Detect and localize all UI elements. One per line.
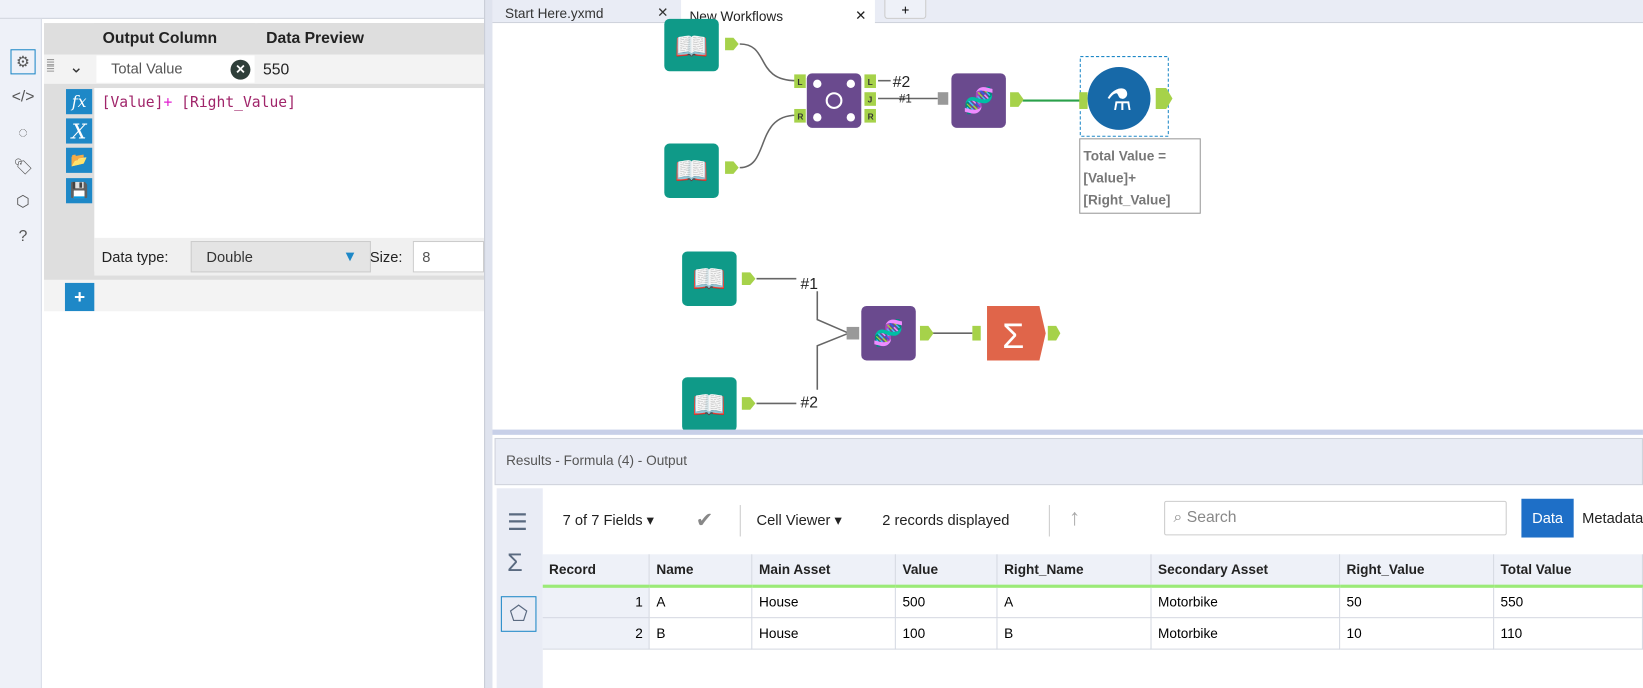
arrow-up-icon[interactable]: ↑ xyxy=(1068,503,1081,531)
svg-text:R: R xyxy=(797,111,803,121)
svg-text:L: L xyxy=(797,77,802,87)
col-total-value[interactable]: Total Value xyxy=(1493,554,1643,588)
svg-text:J: J xyxy=(868,95,873,105)
output-anchor-icon[interactable]: ⬠ xyxy=(500,596,537,632)
search-icon: ⌕ xyxy=(1173,508,1183,526)
output-column-header: Output Column xyxy=(94,23,255,53)
table-header-row: Record Name Main Asset Value Right_Name … xyxy=(542,554,1643,588)
code-icon[interactable]: </> xyxy=(11,87,35,106)
cell-viewer-dropdown[interactable]: Cell Viewer ▾ xyxy=(756,511,842,529)
col-secondary-asset[interactable]: Secondary Asset xyxy=(1151,554,1341,588)
data-tab[interactable]: Data xyxy=(1521,498,1574,538)
save-icon[interactable]: 💾 xyxy=(66,178,93,204)
connection-label: #2 xyxy=(893,74,910,91)
gear-icon[interactable]: ⚙ xyxy=(10,49,36,75)
search-input[interactable]: ⌕ Search xyxy=(1164,500,1507,536)
input-tool-1[interactable]: 📖 xyxy=(664,18,739,72)
expr-field: [Value] xyxy=(101,94,164,112)
connection-label: #1 xyxy=(899,94,912,106)
formula-annotation: Total Value =[Value]+[Right_Value] xyxy=(1079,138,1201,214)
help-icon[interactable]: ? xyxy=(18,226,28,245)
col-right-name[interactable]: Right_Name xyxy=(997,554,1152,588)
svg-text:L: L xyxy=(868,77,873,87)
svg-text:📖: 📖 xyxy=(692,263,726,294)
apply-check-icon[interactable]: ✔ xyxy=(695,509,714,533)
col-record[interactable]: Record xyxy=(542,554,651,588)
chevron-down-icon[interactable]: ⌄ xyxy=(69,58,84,77)
size-input[interactable]: 8 xyxy=(412,240,485,273)
svg-text:📖: 📖 xyxy=(692,389,726,420)
svg-text:⚗: ⚗ xyxy=(1106,84,1132,117)
data-type-label: Data type: xyxy=(101,248,169,266)
connection-label: #2 xyxy=(801,395,818,412)
svg-text:Σ: Σ xyxy=(1002,316,1024,356)
records-count: 2 records displayed xyxy=(882,511,1010,529)
results-sidebar: ☰ Σ ⬠ xyxy=(496,488,543,688)
config-title-bar xyxy=(0,0,488,19)
fields-dropdown[interactable]: 7 of 7 Fields ▾ xyxy=(562,511,655,529)
col-value[interactable]: Value xyxy=(895,554,998,588)
expr-field: [Right_Value] xyxy=(181,94,296,112)
data-type-select[interactable]: Double ▼ xyxy=(190,240,371,273)
union-tool-1[interactable]: 🧬 xyxy=(937,73,1024,128)
new-tab-button[interactable]: + xyxy=(884,0,927,19)
variable-icon[interactable]: X xyxy=(66,118,93,144)
data-type-value: Double xyxy=(206,248,253,266)
svg-text:🧬: 🧬 xyxy=(873,318,904,349)
sum-icon[interactable]: Σ xyxy=(507,549,523,578)
clear-icon[interactable]: ✕ xyxy=(230,59,251,80)
list-view-icon[interactable]: ☰ xyxy=(507,509,528,536)
col-name[interactable]: Name xyxy=(649,554,753,588)
connection-icon[interactable]: ◌ xyxy=(18,123,28,141)
dropdown-arrow-icon: ▼ xyxy=(342,247,358,265)
union-tool-2[interactable]: 🧬 xyxy=(846,305,934,361)
col-right-value[interactable]: Right_Value xyxy=(1339,554,1495,588)
svg-text:🧬: 🧬 xyxy=(963,85,994,116)
drag-handle[interactable]: ≡≡ xyxy=(46,53,55,77)
open-folder-icon[interactable]: 📂 xyxy=(66,147,93,173)
tab-start-here[interactable]: Start Here.yxmd✕ xyxy=(496,0,677,21)
svg-text:📖: 📖 xyxy=(675,31,709,62)
expr-operator: + xyxy=(163,94,173,112)
input-tool-3[interactable]: 📖 xyxy=(682,251,756,306)
svg-text:R: R xyxy=(868,111,874,121)
metadata-tab[interactable]: Metadata xyxy=(1573,498,1643,538)
config-sidebar: ⚙ </> ◌ 🏷 ⬡ ? xyxy=(0,18,42,688)
formula-grid: Output Column Data Preview ≡≡ ⌄ Total Va… xyxy=(44,23,485,312)
size-label: Size: xyxy=(369,248,403,266)
tag-icon[interactable]: 🏷 xyxy=(13,158,34,177)
input-tool-4[interactable]: 📖 xyxy=(682,377,756,432)
results-table: Record Name Main Asset Value Right_Name … xyxy=(542,554,1643,650)
input-tool-2[interactable]: 📖 xyxy=(664,143,739,199)
connection-label: #1 xyxy=(801,276,818,293)
output-column-input[interactable]: Total Value xyxy=(96,55,255,83)
cube-icon[interactable]: ⬡ xyxy=(16,192,30,211)
data-preview-header: Data Preview xyxy=(257,23,485,53)
panel-splitter[interactable] xyxy=(484,0,493,688)
function-icon[interactable]: fx xyxy=(66,89,93,115)
col-main-asset[interactable]: Main Asset xyxy=(752,554,897,588)
formula-tool[interactable]: ⚗ xyxy=(1079,67,1173,130)
data-preview-value: 550 xyxy=(262,60,290,79)
summarize-tool[interactable]: Σ xyxy=(972,305,1061,361)
add-expression-button[interactable]: + xyxy=(64,282,95,312)
results-title: Results - Formula (4) - Output xyxy=(494,437,1643,486)
svg-text:📖: 📖 xyxy=(675,155,709,186)
results-splitter[interactable] xyxy=(492,429,1643,435)
